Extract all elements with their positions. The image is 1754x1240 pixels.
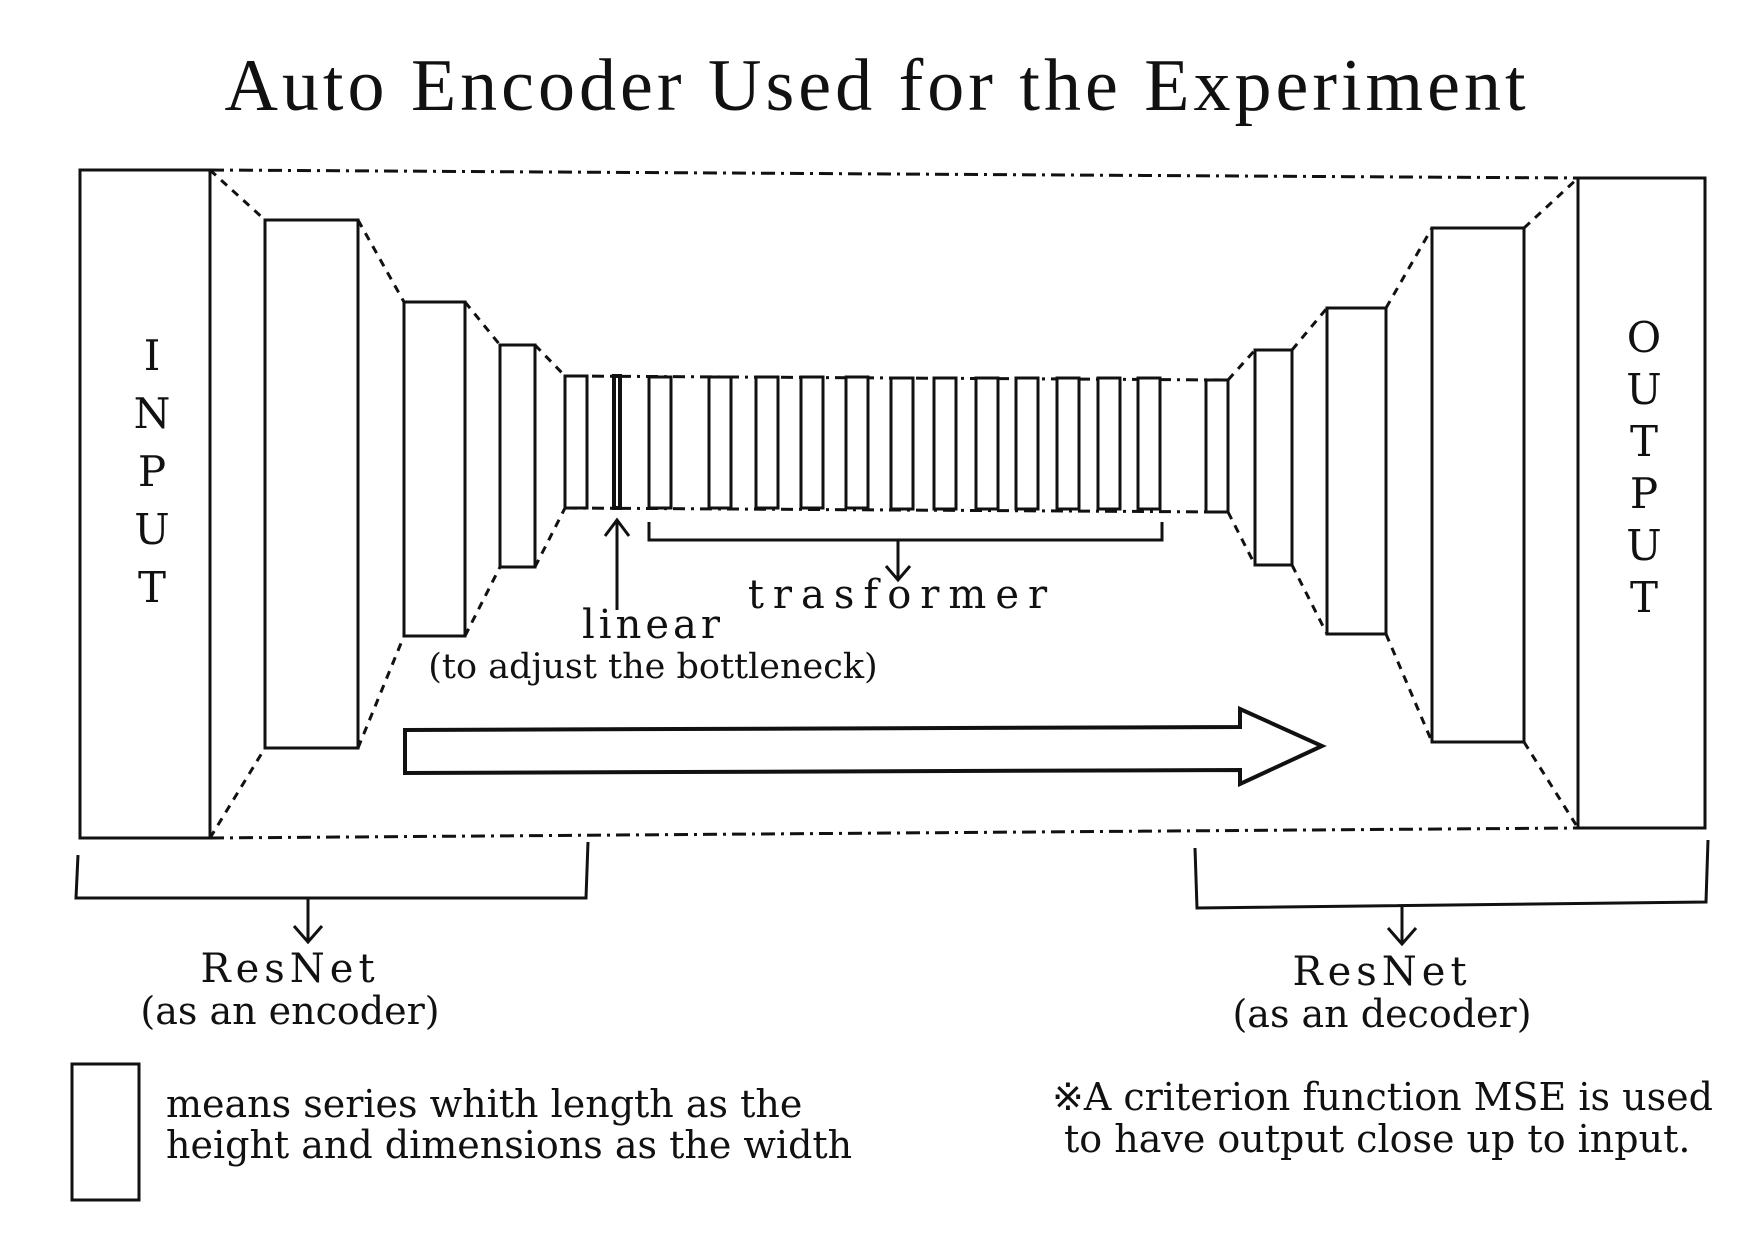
decoder-note: (as an decoder)	[1232, 992, 1531, 1036]
input-label: I N P U T	[134, 331, 171, 612]
encoder-note: (as an encoder)	[140, 989, 439, 1033]
transformer-label: trasformer	[748, 572, 1056, 618]
transformer-layer	[799, 375, 825, 510]
transformer-layer	[1055, 376, 1081, 511]
transformer-layer	[754, 375, 780, 510]
linear-label: linear	[582, 602, 724, 648]
bottleneck-layers	[563, 374, 1230, 514]
svg-text:N: N	[134, 389, 171, 438]
svg-text:T: T	[138, 563, 166, 612]
decoder-layer-3	[1430, 226, 1526, 744]
encoder-bracket	[74, 841, 590, 945]
linear-pointer-arrow	[603, 517, 631, 610]
svg-text:U: U	[1626, 365, 1661, 414]
decoder-layer-1	[1253, 348, 1294, 567]
transformer-layer	[974, 376, 1000, 511]
encoder-layer-3	[498, 343, 537, 569]
svg-text:T: T	[1630, 573, 1658, 622]
svg-text:O: O	[1627, 313, 1661, 362]
legend-line-1: means series whith length as the	[166, 1082, 802, 1126]
decoder-bracket	[1193, 839, 1710, 947]
transformer-layer	[1136, 376, 1162, 511]
transformer-layer	[647, 375, 673, 510]
svg-text:U: U	[1626, 521, 1661, 570]
legend-line-2: height and dimensions as the width	[166, 1123, 852, 1167]
linear-layer	[612, 374, 622, 510]
transformer-layer	[1096, 376, 1122, 511]
decoder-name: ResNet	[1292, 949, 1471, 995]
svg-text:P: P	[138, 447, 166, 496]
outer-envelope	[209, 168, 1579, 840]
encoder-layers	[263, 218, 537, 750]
svg-text:T: T	[1630, 417, 1658, 466]
output-block	[1576, 176, 1707, 830]
flow-arrow	[403, 705, 1327, 788]
input-block	[78, 168, 212, 840]
output-label: O U T P U T	[1626, 313, 1661, 622]
bottleneck-entry-layer	[563, 374, 589, 510]
transformer-layer	[1014, 376, 1040, 511]
transformer-layer	[707, 375, 733, 510]
legend-swatch	[70, 1062, 141, 1202]
svg-text:I: I	[144, 331, 161, 380]
transformer-layer	[932, 376, 958, 511]
encoder-layer-1	[263, 218, 360, 750]
diagram-title: Auto Encoder Used for the Experiment	[224, 45, 1529, 127]
encoder-taper-lines	[208, 168, 567, 839]
encoder-name: ResNet	[200, 946, 379, 992]
transformer-layer	[844, 375, 870, 510]
svg-text:P: P	[1630, 469, 1658, 518]
decoder-layers	[1253, 226, 1526, 744]
bottleneck-exit-layer	[1204, 378, 1230, 514]
svg-text:U: U	[134, 505, 169, 554]
decoder-taper-lines	[1226, 176, 1580, 829]
linear-note: (to adjust the bottleneck)	[428, 647, 877, 687]
transformer-layer	[889, 376, 915, 511]
encoder-layer-2	[402, 300, 467, 638]
criterion-note-line-1: ※A criterion function MSE is used	[1052, 1075, 1713, 1119]
criterion-note-line-2: to have output close up to input.	[1064, 1117, 1690, 1161]
decoder-layer-2	[1325, 306, 1388, 636]
transformer-bracket	[647, 522, 1164, 583]
